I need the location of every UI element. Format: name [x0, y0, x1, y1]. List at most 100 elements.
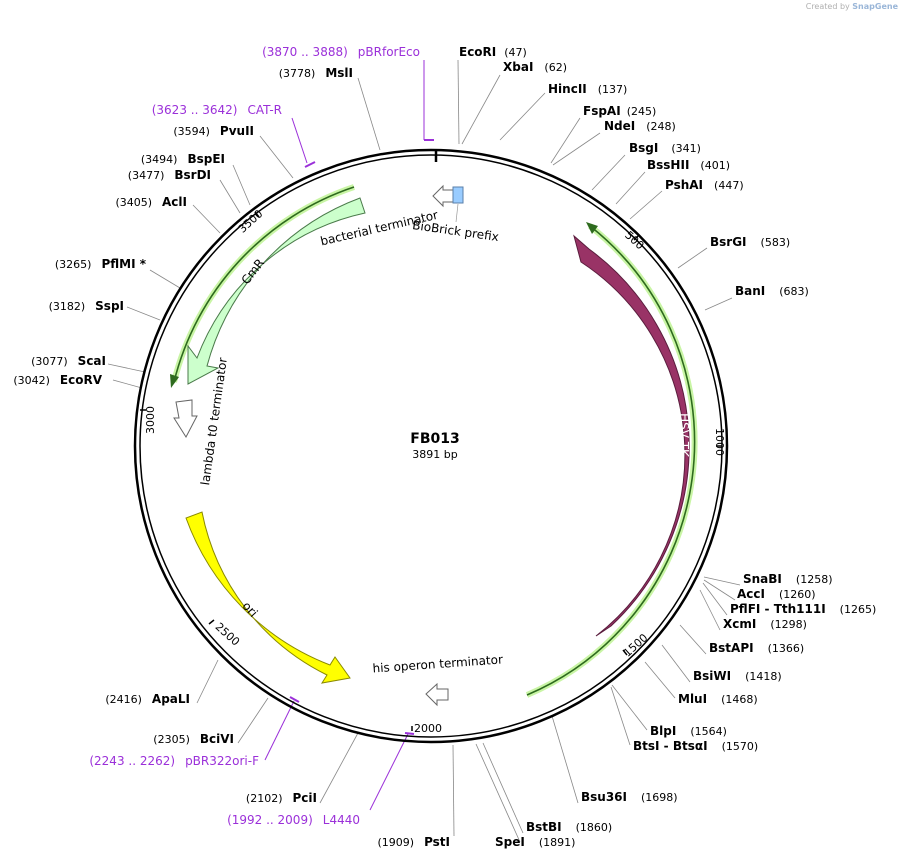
primer-lines: [264, 60, 425, 811]
cmr-track-line: [173, 186, 355, 383]
hsv-tk-track-line: [526, 225, 696, 696]
leader-blpi: [611, 684, 648, 731]
site-spei: SpeI(1891): [495, 835, 575, 849]
leader-bsrdi: [219, 179, 241, 214]
leader-pcii: [319, 732, 359, 804]
site-acci: AccI(1260): [737, 587, 816, 601]
leader-bstapi: [679, 624, 707, 655]
leader-ecorv: [112, 379, 143, 389]
his-operon-terminator-label: his operon terminator: [372, 652, 503, 675]
plasmid-name: FB013: [410, 431, 459, 447]
primer-marks: [289, 139, 434, 735]
site-pflfi-tth111i: PflFI - Tth111I(1265): [730, 602, 876, 616]
leader-pvuii: [259, 135, 294, 179]
site-bsrgi: BsrGI(583): [710, 235, 790, 249]
leader-pshai: [629, 190, 663, 220]
cmr-track-arrowhead: [170, 374, 179, 388]
primer-labels: (3870 .. 3888)pBRforEco (3623 .. 3642)CA…: [89, 45, 420, 827]
mark-pbr322ori-f: [289, 696, 300, 703]
site-scai: (3077)ScaI: [31, 354, 106, 368]
leader-pbr322ori-f: [264, 700, 295, 761]
leader-lines: [107, 59, 741, 843]
site-bani: BanI(683): [735, 284, 809, 298]
leader-spei: [475, 743, 521, 843]
site-bstapi: BstAPI(1366): [709, 641, 804, 655]
biobrick-prefix-label: BioBrick prefix: [411, 218, 499, 244]
bacterial-terminator-leader: [455, 203, 459, 223]
site-ecori: EcoRI(47): [459, 45, 527, 59]
bacterial-terminator-feature: [432, 184, 454, 208]
primer-l4440: (1992 .. 2009)L4440: [227, 813, 360, 827]
leader-pflmi: [149, 269, 181, 289]
leader-bsu36i: [551, 715, 579, 804]
tick-label-2500: 2500: [213, 620, 243, 648]
leader-sspi: [126, 306, 161, 321]
site-msli: (3778)MslI: [279, 66, 353, 80]
leader-bsrgi: [677, 247, 708, 269]
leader-bspei: [232, 164, 251, 206]
tick-label-3500: 3500: [236, 207, 266, 235]
snapgene-watermark: Created by SnapGene: [806, 2, 898, 11]
leader-snabi: [703, 576, 741, 586]
leader-l4440: [369, 733, 409, 811]
his-operon-terminator-feature: [425, 682, 449, 707]
site-sspi: (3182)SspI: [49, 299, 124, 313]
site-bcivi: (2305)BciVI: [153, 732, 234, 746]
site-pflmi: (3265)PflMI *: [55, 257, 147, 271]
tick-3500: [254, 211, 260, 218]
snapgene-logo: SnapGene: [852, 2, 898, 11]
plasmid-length: 3891 bp: [412, 448, 457, 461]
tick-label-3000: 3000: [144, 406, 157, 434]
tick-500: [633, 235, 639, 241]
tick-1500: [622, 649, 628, 656]
site-bsu36i: Bsu36I(1698): [581, 790, 678, 804]
leader-xcmi: [699, 589, 721, 631]
leader-bani: [704, 297, 733, 311]
site-bsshii: BssHII(401): [647, 158, 730, 172]
primer-cat-r: (3623 .. 3642)CAT-R: [152, 103, 282, 117]
site-bsrdi: (3477)BsrDI: [128, 168, 211, 182]
site-pvuii: (3594)PvuII: [173, 124, 254, 138]
site-bsgi: BsgI(341): [629, 141, 701, 155]
leader-bsshii: [615, 171, 646, 205]
site-acli: (3405)AclI: [115, 195, 187, 209]
site-bspei: (3494)BspEI: [141, 152, 225, 166]
backbone-outer: [133, 148, 729, 744]
site-labels-left: (1909)PstI (2102)PciI (2305)BciVI (2416)…: [13, 66, 450, 849]
hsv-tk-track-arrowhead: [586, 222, 598, 234]
site-blpi: BlpI(1564): [650, 724, 727, 738]
leader-bcivi: [237, 697, 269, 744]
site-pcii: (2102)PciI: [246, 791, 317, 805]
hsv-tk-label: HSV TK: [677, 413, 691, 458]
biobrick-prefix-feature: [452, 186, 464, 204]
cmr-feature: [187, 197, 366, 385]
site-fspai: FspAI(245): [583, 104, 656, 118]
site-hincii: HincII(137): [548, 82, 627, 96]
site-mlui: MluI(1468): [678, 692, 758, 706]
leader-apali: [196, 659, 219, 704]
site-btsi-btsai: BtsI - BtsαI(1570): [633, 739, 758, 753]
primer-pbr322ori-f: (2243 .. 2262)pBR322ori-F: [89, 754, 259, 768]
leader-cat-r: [291, 117, 308, 164]
mark-l4440: [404, 732, 415, 735]
tick-label-500: 500: [622, 229, 646, 253]
leader-scai: [107, 363, 146, 373]
leader-pflfi: [702, 582, 728, 616]
site-snabi: SnaBI(1258): [743, 572, 832, 586]
ori-feature: [185, 511, 351, 684]
tick-2500: [208, 619, 215, 625]
leader-hincii: [499, 92, 546, 141]
ori-label: ori: [240, 599, 261, 620]
tick-label-1000: 1000: [713, 428, 726, 456]
leader-ndei: [552, 132, 601, 166]
leader-fspai: [550, 117, 581, 164]
site-pshai: PshAI(447): [665, 178, 744, 192]
tick-label-1500: 1500: [621, 631, 651, 659]
site-ndei: NdeI(248): [604, 119, 676, 133]
lambda-t0-terminator-feature: [173, 399, 198, 439]
leader-xbai: [461, 74, 501, 145]
site-labels-right: EcoRI(47) XbaI(62) HincII(137) FspAI(245…: [459, 45, 876, 849]
site-xbai: XbaI(62): [503, 60, 567, 74]
coordinate-ticks: [140, 211, 722, 731]
